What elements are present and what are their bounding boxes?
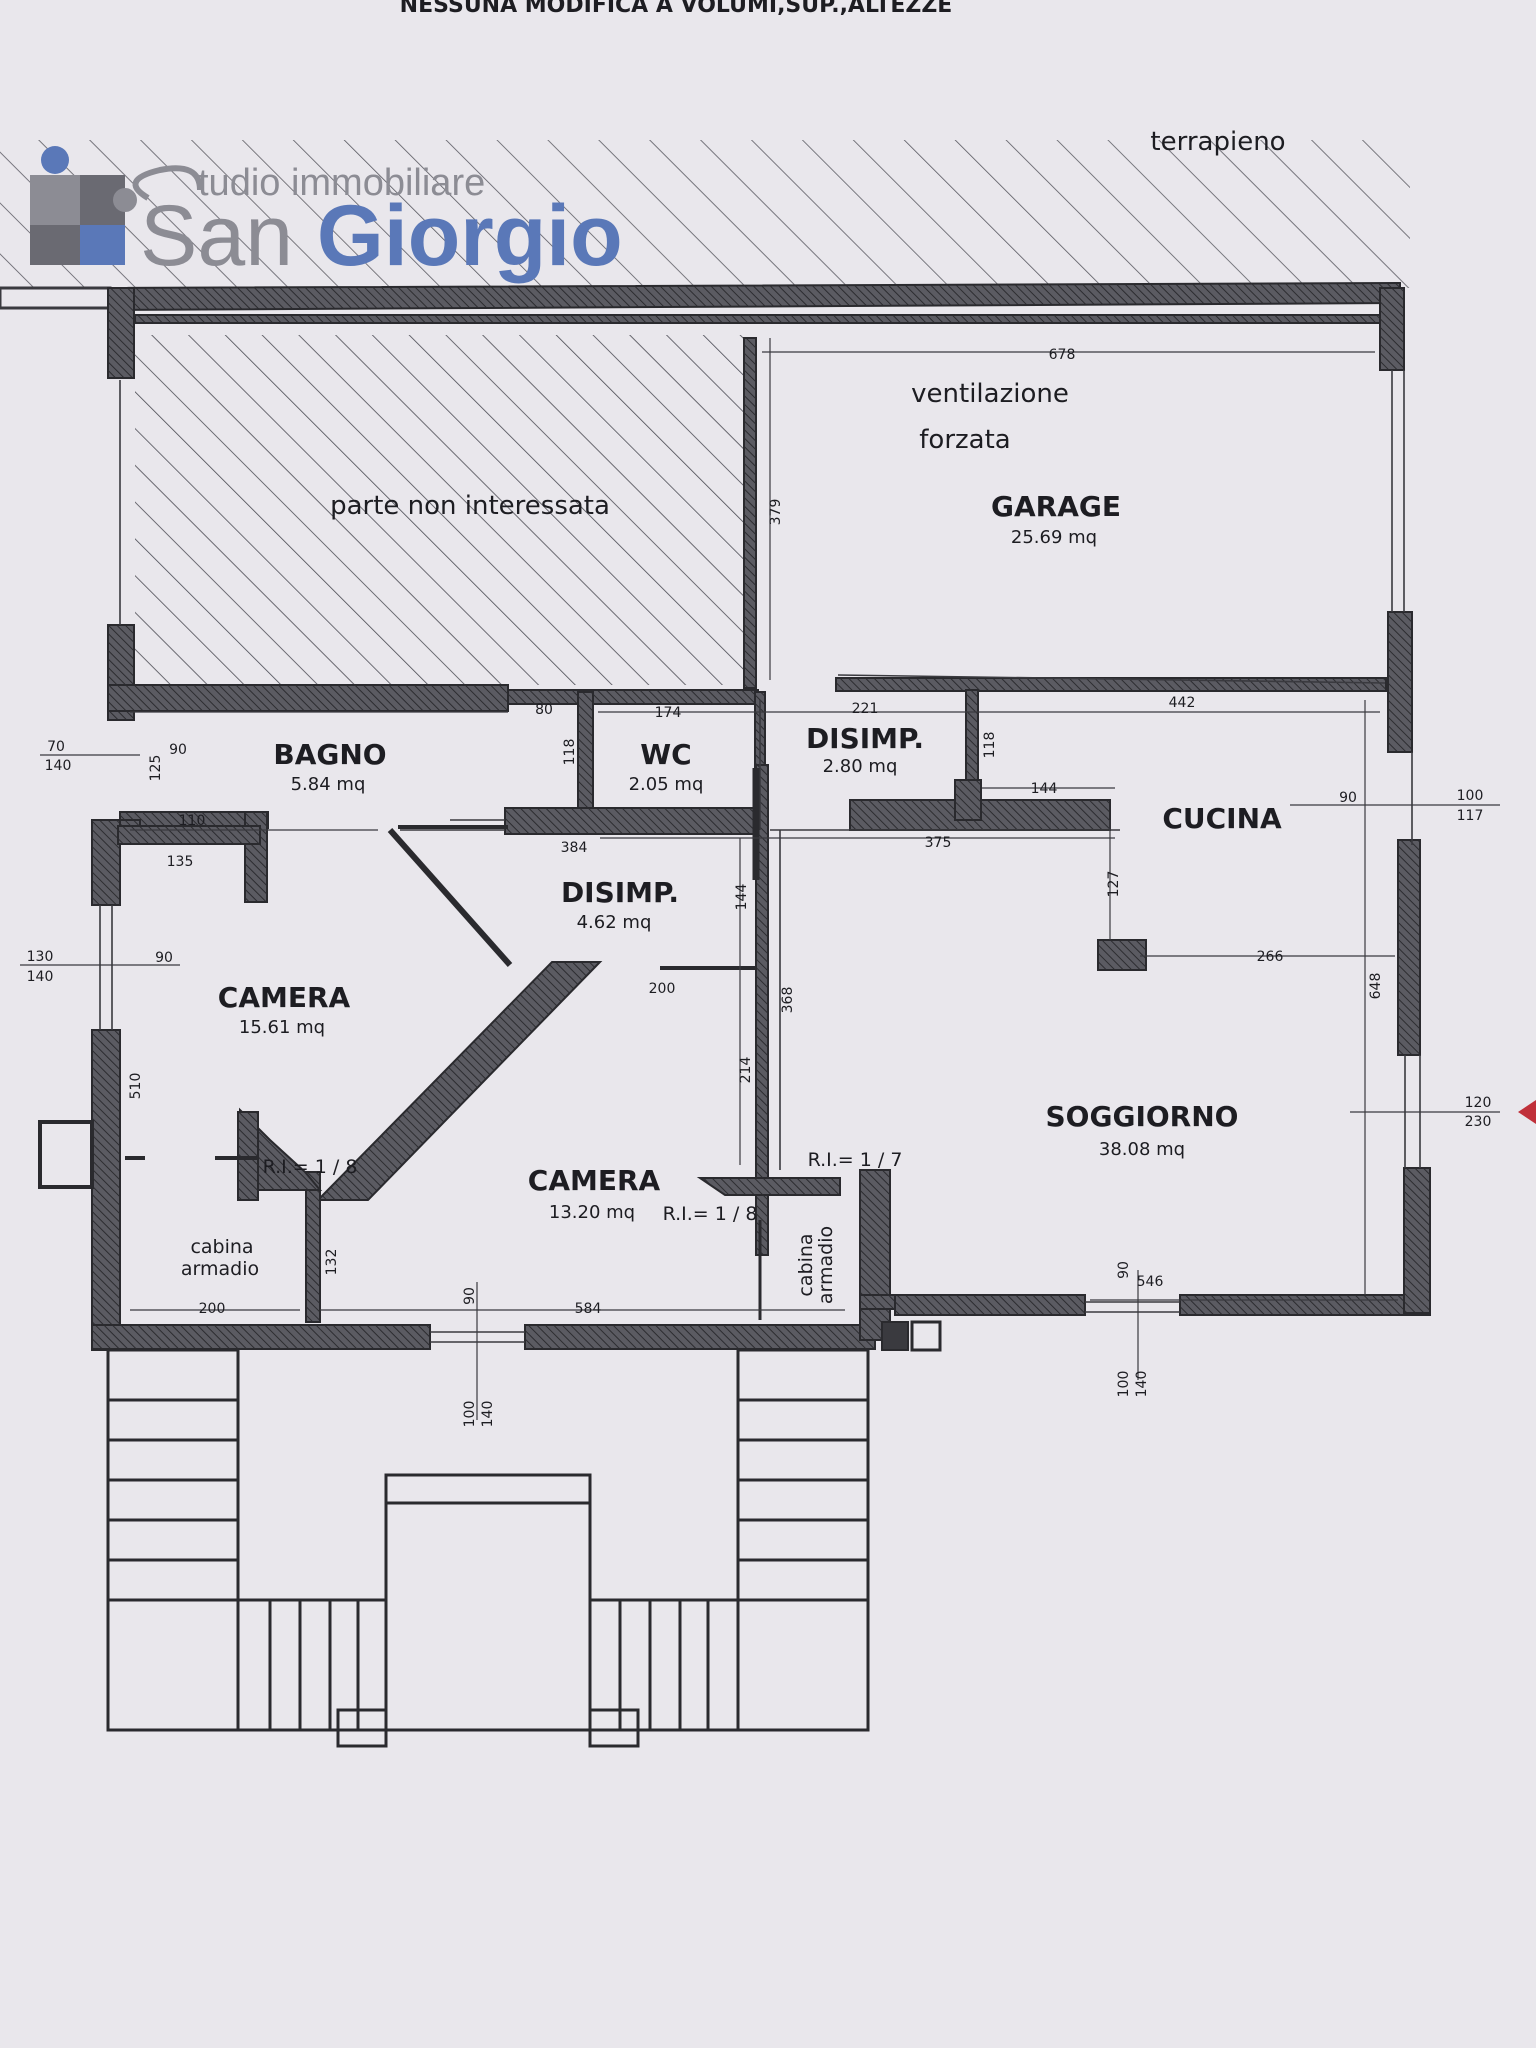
dim-174: 174 — [655, 705, 682, 721]
dim-100c: 100 — [1116, 1371, 1132, 1398]
north-marker — [1518, 1100, 1536, 1124]
puzzle-icon — [30, 146, 137, 265]
dim-442: 442 — [1169, 695, 1196, 711]
meter-box-2 — [910, 1320, 942, 1352]
disimp1-area: 2.80 mq — [823, 756, 898, 777]
terrapieno-label: terrapieno — [1150, 127, 1285, 157]
dim-546: 546 — [1137, 1274, 1164, 1290]
dim-125: 125 — [148, 755, 164, 782]
dim-510: 510 — [128, 1073, 144, 1100]
armadio2-label: armadio — [815, 1226, 837, 1304]
dim-90e: 90 — [1116, 1261, 1132, 1279]
soggiorno-label: SOGGIORNO — [1046, 1100, 1239, 1133]
dim-648: 648 — [1368, 973, 1384, 1000]
dim-90c: 90 — [155, 950, 173, 966]
dim-90d: 90 — [462, 1287, 478, 1305]
dim-230: 230 — [1465, 1114, 1492, 1130]
dim-100: 100 — [1457, 788, 1484, 804]
armadio1-label: armadio — [181, 1258, 259, 1280]
dim-384: 384 — [561, 840, 588, 856]
bagno-label: BAGNO — [273, 738, 386, 771]
chimney — [38, 1120, 94, 1189]
dim-140c: 140 — [480, 1401, 496, 1428]
wc-label: WC — [640, 738, 691, 771]
meter-box-1 — [881, 1321, 909, 1351]
camera2-label: CAMERA — [528, 1164, 661, 1197]
cabina1-label: cabina — [190, 1236, 253, 1258]
dim-214: 214 — [738, 1057, 754, 1084]
garage-area: 25.69 mq — [1011, 527, 1097, 548]
dim-117: 117 — [1457, 808, 1484, 824]
wc-area: 2.05 mq — [629, 774, 704, 795]
dim-127: 127 — [1106, 871, 1122, 898]
dim-368: 368 — [780, 987, 796, 1014]
ventilazione-label: ventilazione — [911, 379, 1069, 409]
soggiorno-area: 38.08 mq — [1099, 1139, 1185, 1160]
dim-375: 375 — [925, 835, 952, 851]
dim-584: 584 — [575, 1301, 602, 1317]
labels: parte non interessata ventilazione forza… — [181, 379, 1282, 1304]
parte-non-label: parte non interessata — [330, 491, 610, 521]
dim-90b: 90 — [169, 742, 187, 758]
dim-379: 379 — [768, 499, 784, 526]
ri-label-1: R.I.= 1 / 8 — [263, 1156, 358, 1178]
camera1-label: CAMERA — [218, 981, 351, 1014]
camera2-area: 13.20 mq — [549, 1202, 635, 1223]
disimp2-area: 4.62 mq — [577, 912, 652, 933]
doors — [125, 768, 762, 1320]
dimension-labels: 678 379 80 174 221 442 118 118 144 90 10… — [27, 347, 1492, 1427]
garage-label: GARAGE — [991, 490, 1121, 523]
column — [1097, 939, 1147, 971]
cucina-label: CUCINA — [1162, 802, 1282, 835]
dim-678: 678 — [1049, 347, 1076, 363]
dim-110: 110 — [179, 813, 206, 829]
bagno-area: 5.84 mq — [291, 774, 366, 795]
dim-90a: 90 — [1339, 790, 1357, 806]
ri-label-2: R.I.= 1 / 8 — [663, 1203, 758, 1225]
dimension-lines — [20, 338, 1500, 1420]
dim-130: 130 — [27, 949, 54, 965]
stairs — [106, 1348, 870, 1748]
dim-70: 70 — [47, 739, 65, 755]
logo-san: San — [140, 188, 317, 284]
terrapieno-hatch — [0, 140, 1410, 288]
disimp1-label: DISIMP. — [806, 722, 924, 755]
header-note: NESSUNA MODIFICA A VOLUMI,SUP.,ALTEZZE — [400, 0, 953, 18]
dim-221: 221 — [852, 701, 879, 717]
dim-144v: 144 — [734, 884, 750, 911]
logo-line1: tudio immobiliare — [198, 162, 485, 204]
dim-144h: 144 — [1031, 781, 1058, 797]
agency-logo: tudio immobiliare San Giorgio — [30, 146, 623, 284]
cabina2-label: cabina — [795, 1233, 817, 1296]
dim-200b: 200 — [199, 1301, 226, 1317]
dim-118a: 118 — [562, 739, 578, 766]
dim-118b: 118 — [982, 732, 998, 759]
dim-266: 266 — [1257, 949, 1284, 965]
disimp2-label: DISIMP. — [561, 876, 679, 909]
dim-140d: 140 — [1134, 1371, 1150, 1398]
hatched-area — [135, 335, 747, 685]
dim-140b: 140 — [27, 969, 54, 985]
dim-120: 120 — [1465, 1095, 1492, 1111]
dim-200a: 200 — [649, 981, 676, 997]
logo-line2: San Giorgio — [140, 188, 623, 284]
dim-132: 132 — [324, 1249, 340, 1276]
dim-100b: 100 — [462, 1401, 478, 1428]
camera1-area: 15.61 mq — [239, 1017, 325, 1038]
dim-135: 135 — [167, 854, 194, 870]
dim-80: 80 — [535, 702, 553, 718]
forzata-label: forzata — [919, 425, 1010, 455]
logo-giorgio: Giorgio — [317, 188, 623, 284]
dim-140a: 140 — [45, 758, 72, 774]
ri-label-3: R.I.= 1 / 7 — [808, 1149, 903, 1171]
